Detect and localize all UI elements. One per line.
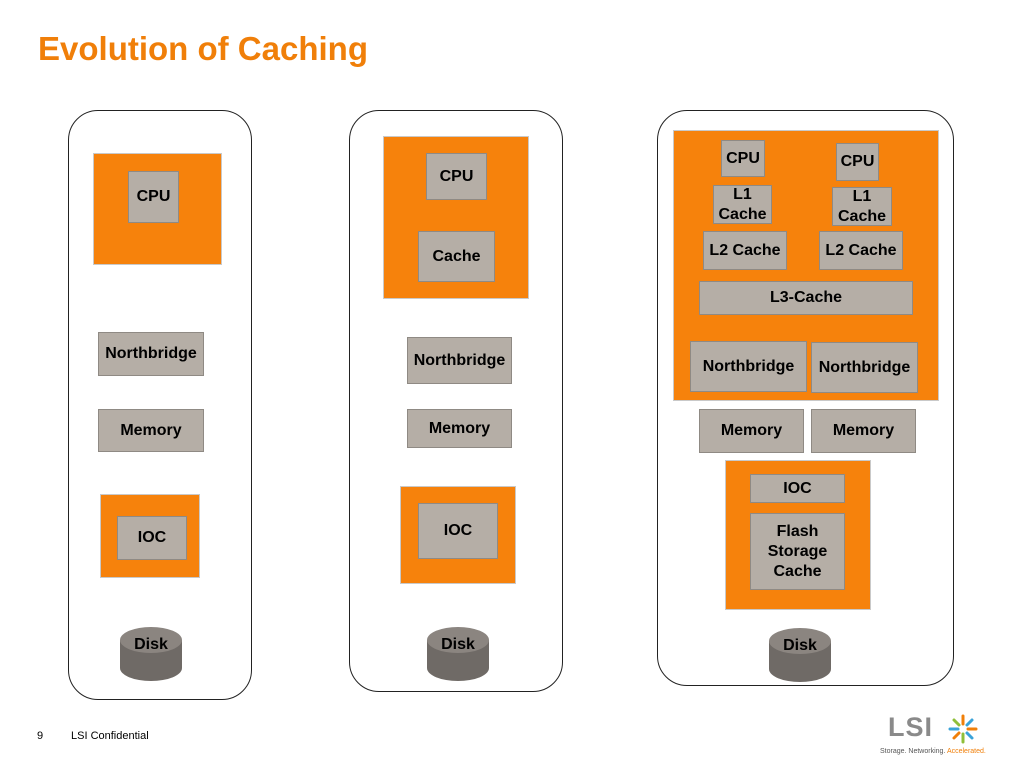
- l2-cache-left: L2 Cache: [703, 231, 787, 270]
- l1-cache-left: L1 Cache: [713, 185, 772, 224]
- cache-block: Cache: [418, 231, 495, 282]
- ioc-block: IOC: [117, 516, 187, 560]
- cpu-block-right: CPU: [836, 143, 879, 181]
- l1-cache-right: L1 Cache: [832, 187, 892, 226]
- l2-cache-right: L2 Cache: [819, 231, 903, 270]
- northbridge-block-left: Northbridge: [690, 341, 807, 392]
- memory-block-left: Memory: [699, 409, 804, 453]
- slide-title: Evolution of Caching: [38, 30, 368, 67]
- ioc-block: IOC: [750, 474, 845, 503]
- logo-tagline: Storage. Networking. Accelerated.: [880, 748, 986, 755]
- l3-cache: L3-Cache: [699, 281, 913, 315]
- memory-block: Memory: [98, 409, 204, 452]
- cpu-block: CPU: [128, 171, 179, 223]
- northbridge-block: Northbridge: [407, 337, 512, 384]
- memory-block-right: Memory: [811, 409, 916, 453]
- lsi-logo: LSI Storage. Networking. Accelerated.: [880, 712, 1000, 760]
- disk-label: Disk: [441, 636, 475, 653]
- flash-storage-cache: Flash Storage Cache: [750, 513, 845, 590]
- cpu-block: CPU: [426, 153, 487, 200]
- disk-icon: Disk: [425, 624, 491, 684]
- disk-label: Disk: [134, 636, 168, 653]
- tagline-text: Storage. Networking.: [880, 748, 946, 755]
- northbridge-block: Northbridge: [98, 332, 204, 376]
- starburst-icon: [948, 714, 978, 744]
- logo-wordmark: LSI: [888, 712, 934, 742]
- page-number: 9: [37, 730, 44, 742]
- disk-icon: Disk: [767, 625, 833, 685]
- ioc-block: IOC: [418, 503, 498, 559]
- memory-block: Memory: [407, 409, 512, 448]
- disk-icon: Disk: [118, 624, 184, 684]
- confidential-label: LSI Confidential: [71, 730, 149, 742]
- northbridge-block-right: Northbridge: [811, 342, 918, 393]
- tagline-accent: Accelerated.: [946, 748, 986, 755]
- cpu-block-left: CPU: [721, 140, 765, 177]
- disk-label: Disk: [783, 637, 817, 654]
